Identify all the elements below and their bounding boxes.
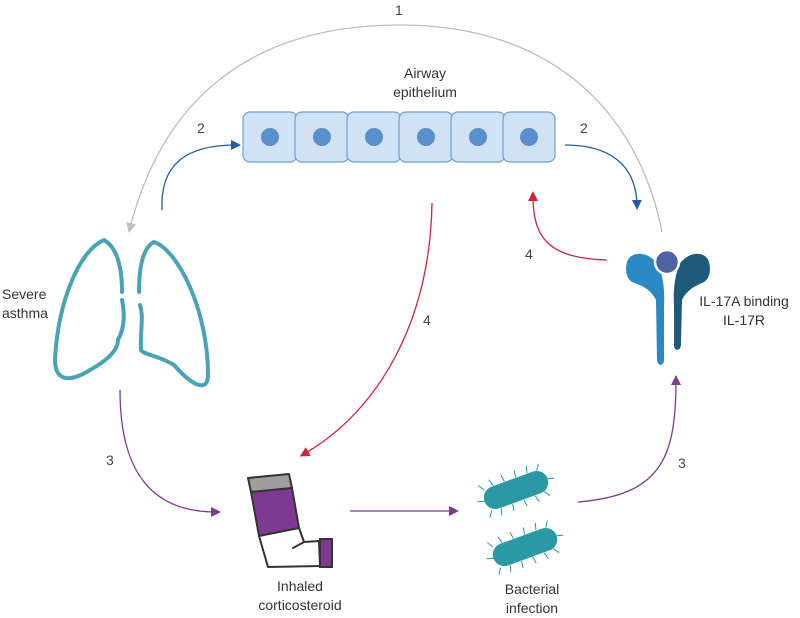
cell-nucleus [261, 128, 279, 146]
arrow-4-right-red [528, 191, 608, 261]
step-number-2-left: 2 [197, 120, 205, 136]
inhaled-corticosteroid-label: Inhaled corticosteroid [258, 578, 342, 613]
il17a-ligand [653, 248, 681, 276]
step-number-1: 1 [395, 2, 403, 18]
receptor-left-subunit [626, 253, 665, 365]
cell-nucleus [365, 128, 383, 146]
inhaler-icon [247, 473, 333, 568]
il17-label: IL-17A binding IL-17R [699, 293, 789, 328]
airway-epithelium-label: Airway epithelium [393, 65, 457, 100]
arrow-4-center-red [299, 202, 433, 457]
step-number-3-left: 3 [106, 452, 114, 468]
arrow-2-left-blue [161, 140, 241, 211]
lungs-icon [53, 238, 210, 388]
cell-nucleus [313, 128, 331, 146]
step-number-4-center: 4 [423, 312, 431, 328]
cell-nucleus [417, 128, 435, 146]
cell-nucleus [469, 128, 487, 146]
bacteria-icon [477, 463, 564, 575]
il17-receptor-icon [626, 248, 710, 365]
arrow-2-right-blue [564, 144, 642, 210]
arrow-1-grey [126, 24, 663, 233]
step-number-3-right: 3 [678, 455, 686, 471]
bacterial-infection-label: Bacterial infection [504, 581, 560, 616]
step-number-4-right: 4 [525, 246, 533, 262]
arrow-3-left-purple [119, 389, 221, 517]
cell-nucleus [520, 128, 538, 146]
step-number-2-right: 2 [580, 120, 588, 136]
airway-epithelium [242, 111, 556, 163]
arrow-3-right-purple [577, 375, 681, 503]
receptor-right-subunit [673, 253, 710, 350]
severe-asthma-label: Severe asthma [2, 286, 48, 321]
